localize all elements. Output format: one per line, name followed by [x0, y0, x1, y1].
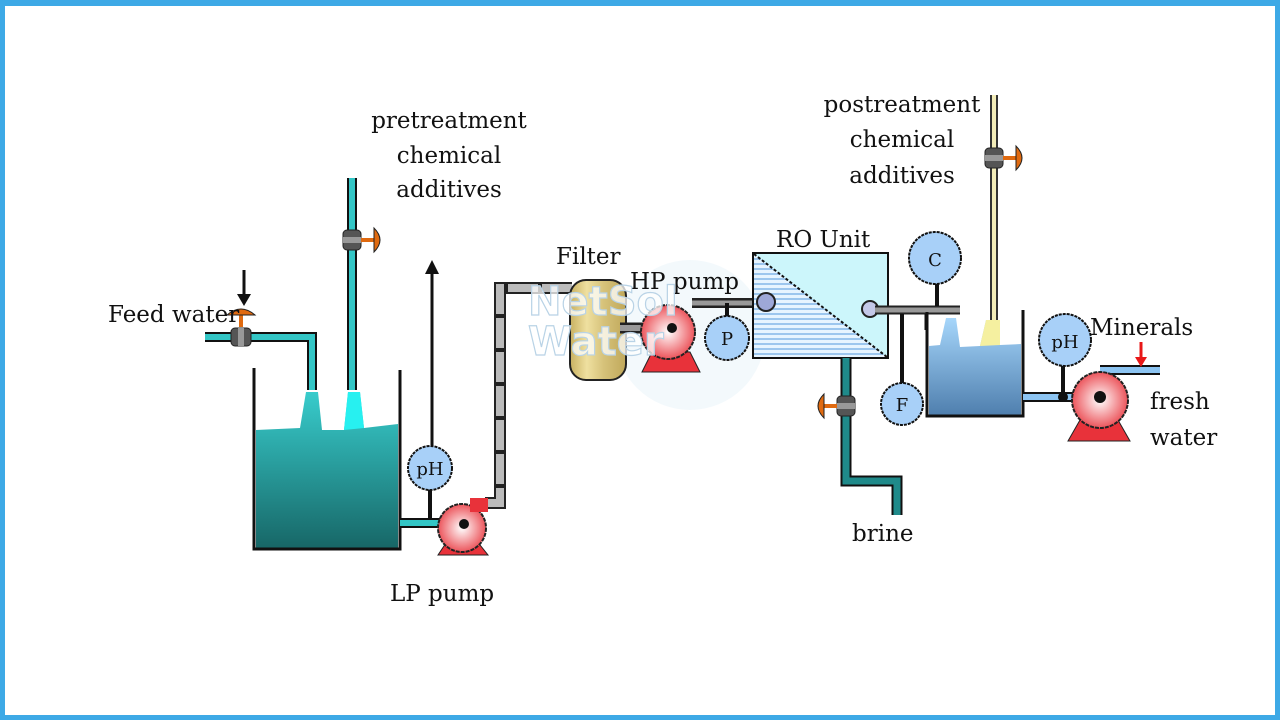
product-tank [925, 310, 1025, 418]
flow-gauge-label: F [896, 395, 909, 416]
watermark-logo: NetSol Water [527, 278, 678, 365]
ph-gauge-1-label: pH [416, 459, 443, 480]
feed-arrow-icon [237, 270, 251, 306]
watermark-line-2: Water [528, 319, 664, 365]
lp-pump-label: LP pump [390, 581, 494, 607]
ro-unit [752, 252, 889, 359]
feed-valve[interactable] [225, 308, 257, 347]
watermark-line-1: NetSol [528, 279, 678, 325]
up-arrow-icon [425, 260, 439, 450]
pretreatment-label-3: additives [396, 177, 502, 203]
pressure-gauge-label: P [721, 329, 733, 350]
pretreatment-valve[interactable] [342, 226, 381, 254]
ph-gauge-1: pH [407, 445, 453, 491]
feed-tank [252, 368, 402, 551]
fresh-water-label-2: water [1150, 425, 1217, 451]
brine-pipe [840, 358, 903, 515]
fresh-water-pump[interactable] [1067, 365, 1160, 442]
lp-to-filter-pipe [485, 282, 572, 509]
postreatment-label-1: postreatment [824, 92, 981, 118]
postreatment-valve[interactable] [984, 144, 1023, 172]
feed-water-pipe [205, 332, 317, 390]
pretreatment-label-1: pretreatment [371, 108, 527, 134]
minerals-arrow-icon [1135, 342, 1147, 367]
lp-pump[interactable] [437, 498, 490, 556]
brine-label: brine [852, 521, 914, 547]
minerals-label: Minerals [1090, 315, 1193, 341]
filter-label: Filter [556, 244, 621, 270]
feed-water-label: Feed water [108, 302, 239, 328]
permeate-pipe [875, 282, 960, 385]
pretreatment-label-2: chemical [397, 143, 501, 169]
brine-valve[interactable] [817, 392, 856, 420]
conductivity-gauge: C [908, 231, 962, 285]
postreatment-label-3: additives [849, 163, 955, 189]
pressure-gauge: P [704, 315, 750, 361]
ph-gauge-2: pH [1038, 313, 1092, 367]
postreatment-label-2: chemical [850, 127, 954, 153]
hp-pump[interactable] [640, 304, 701, 373]
flow-gauge: F [880, 382, 924, 426]
fresh-water-label-1: fresh [1150, 389, 1210, 415]
ro-unit-label: RO Unit [776, 227, 871, 253]
hp-pump-label: HP pump [630, 269, 739, 295]
ph-gauge-2-label: pH [1051, 332, 1078, 353]
conductivity-gauge-label: C [928, 250, 942, 271]
